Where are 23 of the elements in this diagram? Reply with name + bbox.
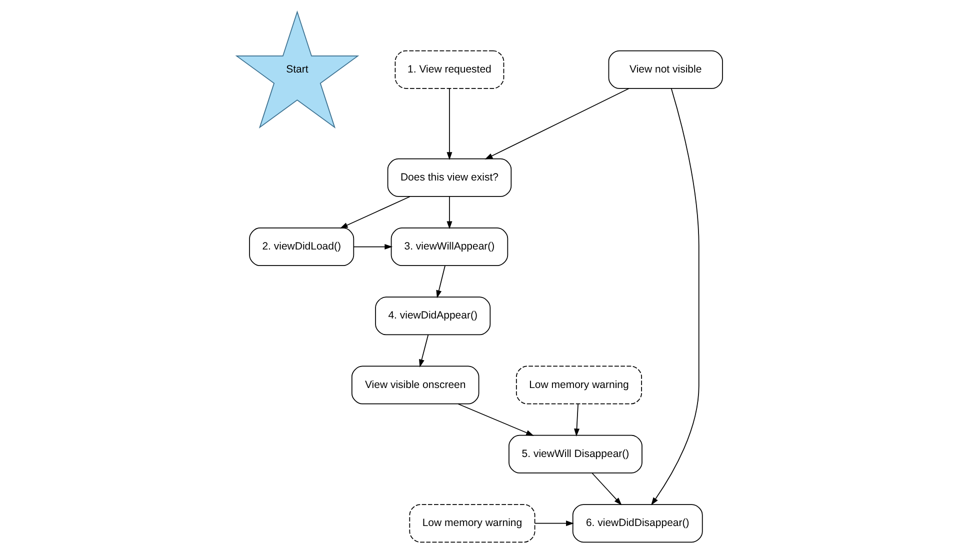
node-box: 5. viewWill Disappear() [508, 434, 642, 474]
arrow [436, 265, 446, 298]
arrow [353, 244, 393, 250]
node-box: 3. viewWillAppear() [390, 228, 508, 266]
arrow [419, 334, 429, 368]
arrow [574, 404, 580, 437]
arrow [534, 520, 574, 526]
node-box: 2. viewDidLoad() [249, 228, 354, 266]
node-box: Low memory warning [409, 504, 536, 543]
node-box: 4. viewDidAppear() [375, 296, 491, 336]
node-box: 1. View requested [394, 50, 504, 89]
arrow [446, 196, 452, 230]
arrow [484, 88, 630, 160]
node-box: Does this view exist? [387, 158, 512, 197]
arrow [446, 88, 452, 160]
arrow [592, 472, 622, 506]
node-box: View visible onscreen [351, 366, 480, 404]
arrow [651, 88, 700, 506]
node-box: View not visible [608, 50, 723, 89]
arrow [340, 196, 410, 228]
node-box: Low memory warning [516, 366, 642, 404]
node-box: 6. viewDidDisappear() [572, 504, 703, 543]
arrow [458, 404, 534, 436]
